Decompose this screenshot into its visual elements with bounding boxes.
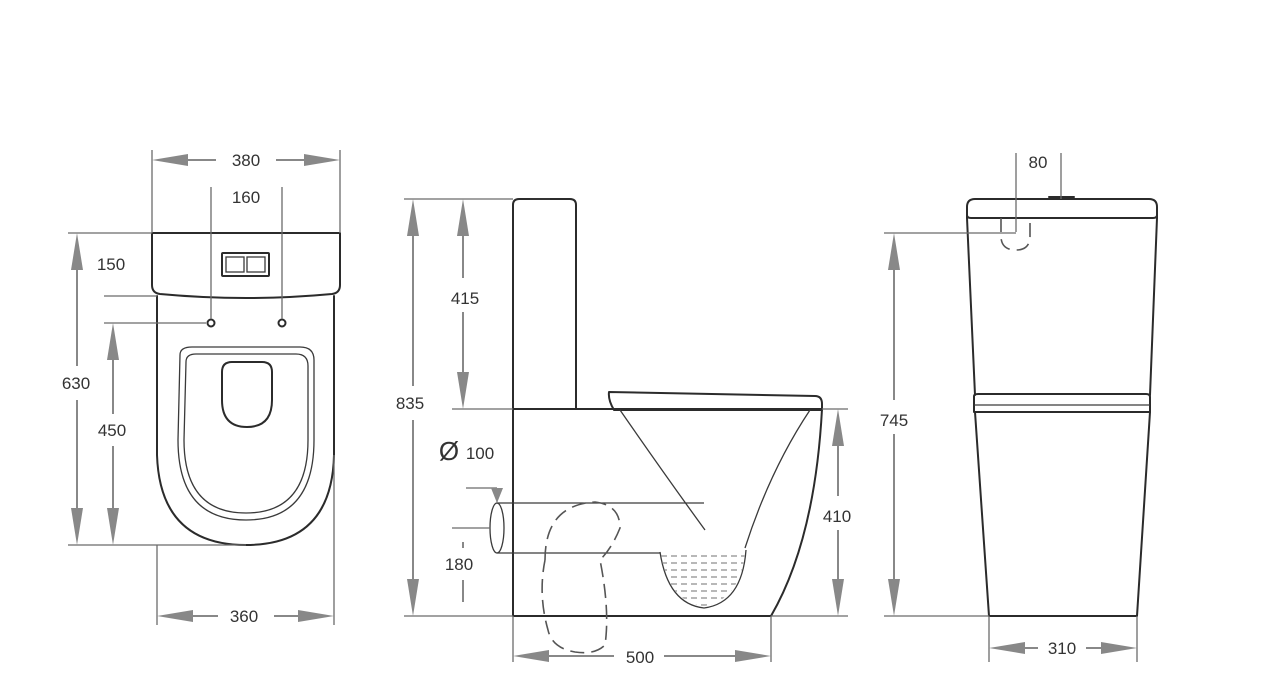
dimension-pan-height: 410 [823, 409, 851, 616]
label-end-base-width: 310 [1048, 639, 1076, 658]
label-cistern-height: 415 [451, 289, 479, 308]
label-overall-depth: 630 [62, 374, 90, 393]
end-view: 80 745 310 [880, 153, 1158, 662]
label-overall-height: 835 [396, 394, 424, 413]
diameter-symbol: Ø [439, 436, 459, 466]
dimension-seat-depth: 450 [98, 323, 126, 545]
dimension-overall-width: 380 [152, 151, 340, 170]
dimension-cistern-height: 415 [451, 199, 479, 409]
dimension-button-offset: 80 [1029, 153, 1048, 172]
front-view-extension-lines [68, 150, 341, 625]
label-end-height: 745 [880, 411, 908, 430]
dimension-end-height: 745 [880, 233, 908, 616]
dimension-base-length: 500 [513, 648, 771, 667]
side-view-extension-lines [404, 198, 848, 662]
label-base-width: 360 [230, 607, 258, 626]
label-base-length: 500 [626, 648, 654, 667]
front-view-outline [151, 232, 341, 546]
end-view-outline [966, 196, 1158, 617]
front-view: 380 160 150 630 450 [62, 150, 341, 626]
dimension-end-base-width: 310 [989, 639, 1137, 658]
side-view: 835 415 Ø 100 180 410 [396, 198, 851, 667]
dimension-cistern-depth: 150 [97, 255, 125, 274]
dimension-outlet-height: 180 [445, 542, 473, 602]
label-seat-depth: 450 [98, 421, 126, 440]
label-outlet-diameter: 100 [466, 444, 494, 463]
side-view-outline [489, 198, 823, 654]
label-pan-height: 410 [823, 507, 851, 526]
label-overall-width: 380 [232, 151, 260, 170]
dimension-button-spacing: 160 [232, 188, 260, 207]
label-outlet-height: 180 [445, 555, 473, 574]
end-view-extension-lines [884, 153, 1138, 662]
dimension-overall-depth: 630 [62, 233, 90, 545]
label-cistern-depth: 150 [97, 255, 125, 274]
dimension-overall-height: 835 [396, 199, 424, 616]
dimension-outlet-diameter: Ø 100 [439, 436, 503, 503]
dimension-base-width: 360 [157, 607, 334, 626]
label-button-offset: 80 [1029, 153, 1048, 172]
label-button-spacing: 160 [232, 188, 260, 207]
